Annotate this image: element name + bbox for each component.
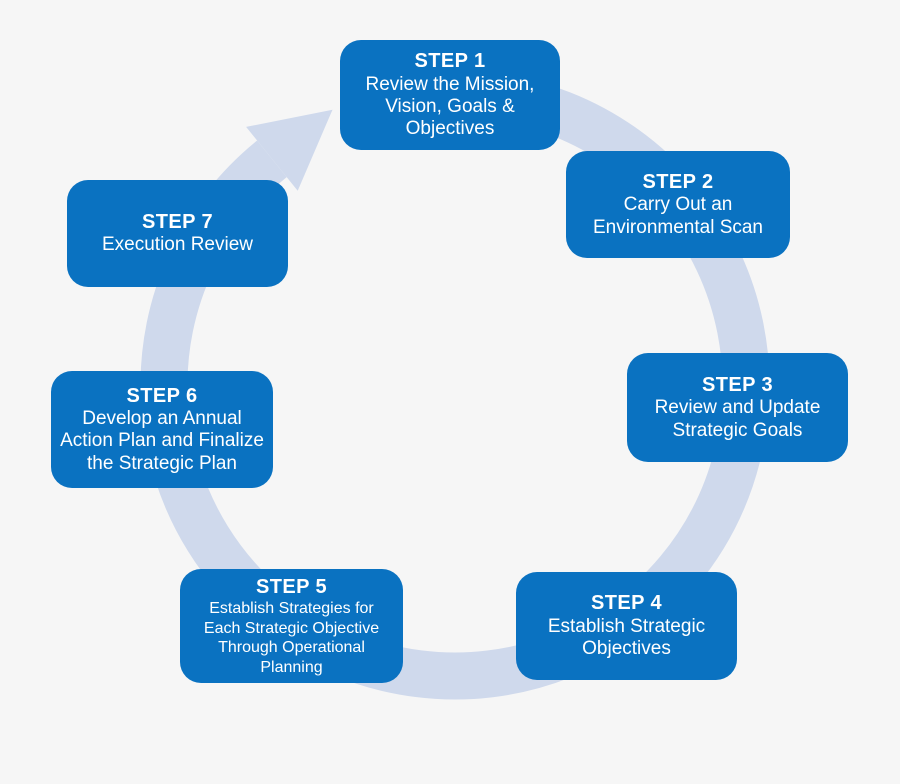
cycle-arrow-head-icon xyxy=(246,109,333,191)
step-5-label: STEP 5 xyxy=(256,575,327,598)
step-6-box: STEP 6 Develop an Annual Action Plan and… xyxy=(51,371,273,488)
step-2-text: Carry Out an Environmental Scan xyxy=(592,194,764,238)
step-7-box: STEP 7 Execution Review xyxy=(67,180,288,287)
step-4-box: STEP 4 Establish Strategic Objectives xyxy=(516,572,737,680)
step-3-box: STEP 3 Review and Update Strategic Goals xyxy=(627,353,848,462)
step-7-text: Execution Review xyxy=(101,234,254,256)
step-4-label: STEP 4 xyxy=(591,592,662,615)
step-6-text: Develop an Annual Action Plan and Finali… xyxy=(60,408,264,474)
step-1-text: Review the Mission, Vision, Goals & Obje… xyxy=(365,73,535,140)
step-5-text: Establish Strategies for Each Strategic … xyxy=(203,600,380,676)
step-1-label: STEP 1 xyxy=(414,50,486,73)
step-3-text: Review and Update Strategic Goals xyxy=(654,397,821,441)
step-6-label: STEP 6 xyxy=(126,384,198,407)
step-1-box: STEP 1 Review the Mission, Vision, Goals… xyxy=(340,40,560,150)
step-2-label: STEP 2 xyxy=(642,170,714,193)
step-4-text: Establish Strategic Objectives xyxy=(547,615,706,660)
step-3-label: STEP 3 xyxy=(702,373,773,396)
step-2-box: STEP 2 Carry Out an Environmental Scan xyxy=(566,151,790,258)
step-7-label: STEP 7 xyxy=(142,211,213,234)
step-5-box: STEP 5 Establish Strategies for Each Str… xyxy=(180,569,403,683)
